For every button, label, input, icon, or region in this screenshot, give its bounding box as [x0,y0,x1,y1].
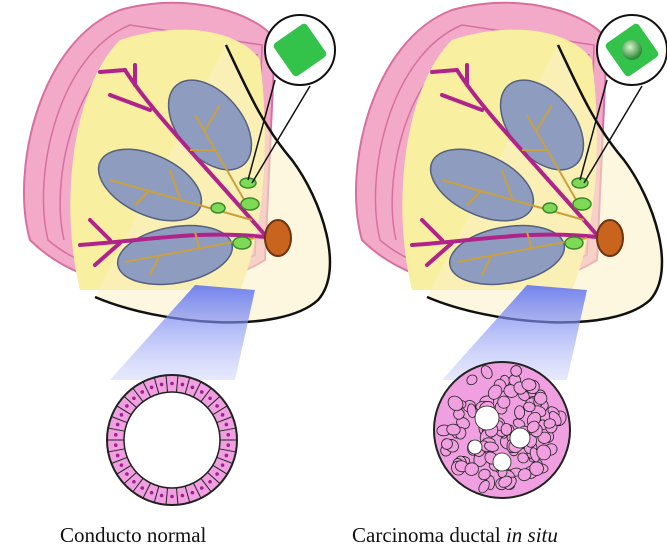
normal-duct-cross-section [107,375,237,505]
left-breast-diagram [24,3,335,505]
caption-normal-duct: Conducto normal [60,520,206,550]
carcinoma-duct-cross-section [434,362,570,498]
caption-dcis-main: Carcinoma ductal [352,523,501,547]
right-breast-diagram [356,3,667,498]
caption-dcis-italic: in situ [506,523,558,547]
caption-dcis: Carcinoma ductal in situ [352,520,558,550]
